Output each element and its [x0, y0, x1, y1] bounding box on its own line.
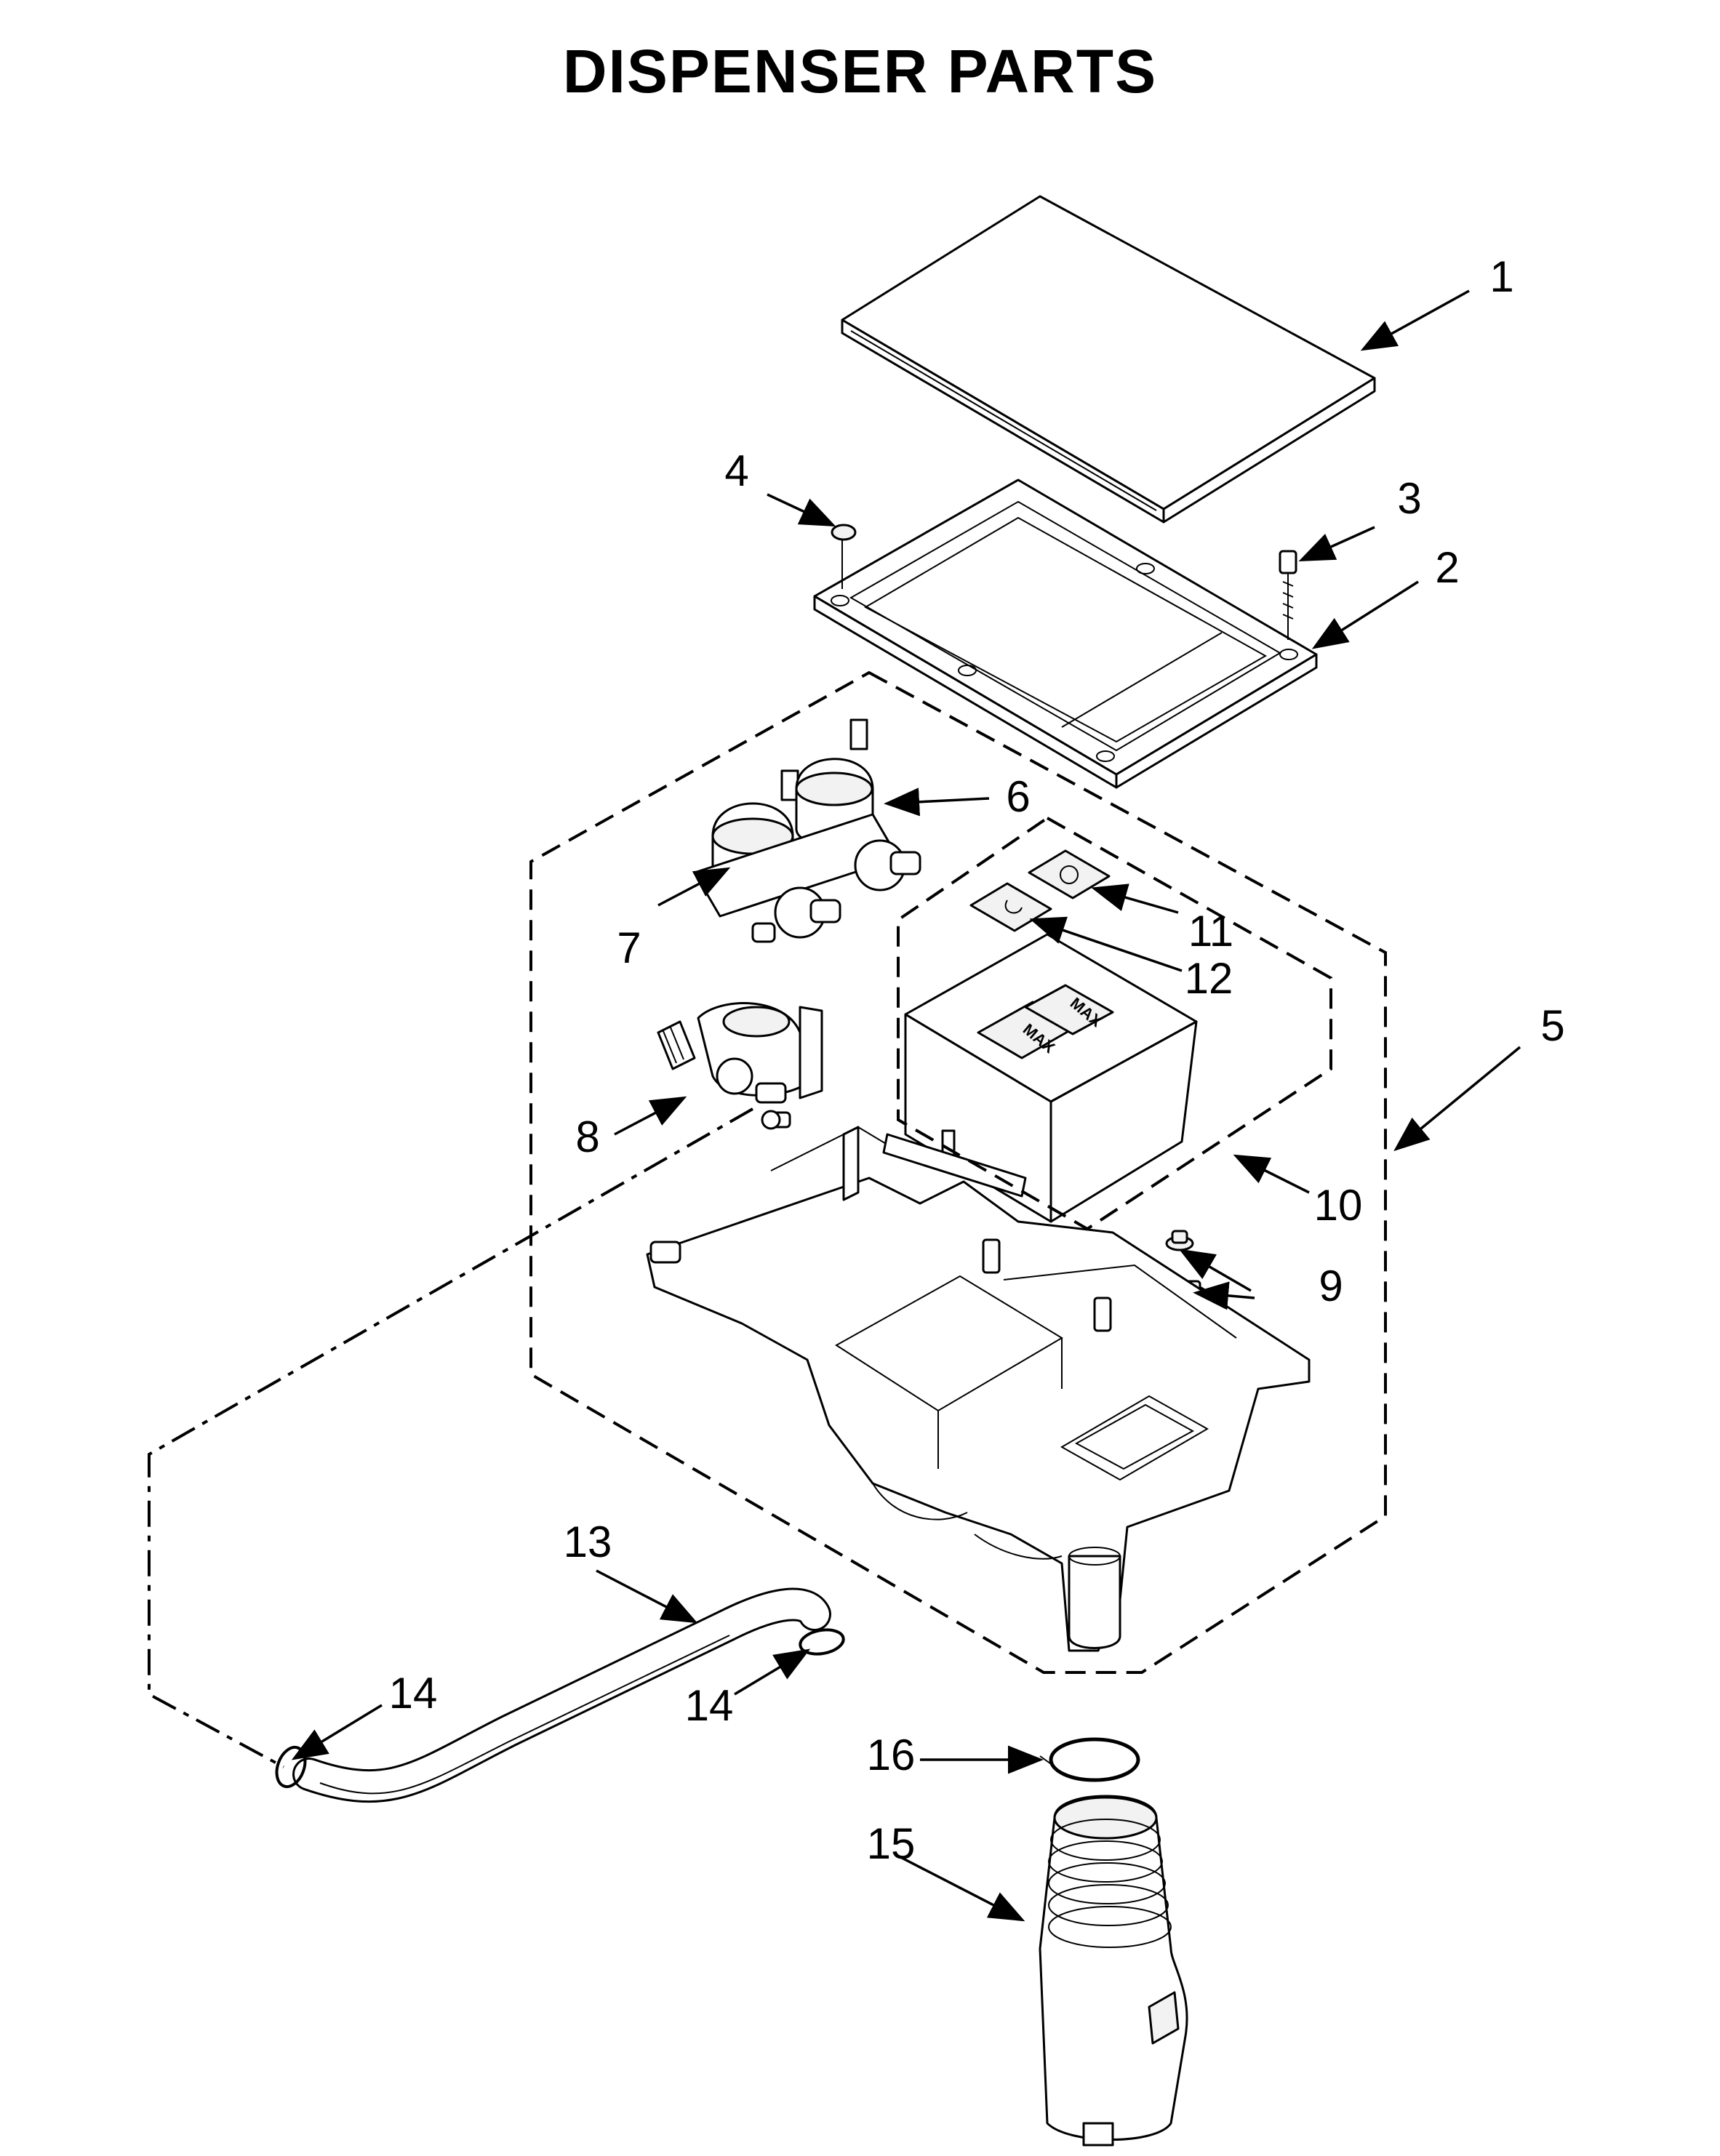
- part-1-cover: [841, 195, 1376, 524]
- callout-14-left: 14: [389, 1669, 438, 1718]
- page-title: DISPENSER PARTS: [562, 37, 1158, 105]
- callout-labels: 1 2 3 4 5 6 7 8 9 10 11 12 13 14 14 16 1…: [389, 252, 1565, 1868]
- part-12-pad: [969, 882, 1052, 932]
- kit-10-outline: [897, 816, 1332, 1231]
- part-11-pad: [1028, 849, 1111, 899]
- callout-5: 5: [1540, 1001, 1564, 1050]
- part-4-washer: [831, 524, 857, 589]
- part-3-screw: [1279, 550, 1297, 640]
- part-10-drawer: MAX MAX: [904, 933, 1198, 1223]
- part-2-frame: [813, 478, 1318, 789]
- callout-10: 10: [1314, 1181, 1363, 1230]
- part-13-hose: [292, 1587, 831, 1803]
- callout-12: 12: [1185, 954, 1233, 1003]
- callout-8: 8: [575, 1113, 599, 1161]
- kit-5-outline: [529, 670, 1387, 1674]
- callout-11: 11: [1188, 907, 1233, 955]
- part-15-bellows: [1039, 1795, 1188, 2147]
- callout-14-right: 14: [685, 1681, 734, 1730]
- part-6-7-valve-assembly: [693, 718, 921, 943]
- part-5-dispenser-housing: [646, 1110, 1311, 1652]
- callout-15: 15: [867, 1819, 916, 1868]
- leaders: [291, 289, 1521, 1922]
- callout-13: 13: [564, 1518, 612, 1566]
- hose-routing-line: [148, 1107, 753, 1768]
- callout-6: 6: [1006, 772, 1030, 821]
- part-14-clamp-right: [799, 1628, 845, 1656]
- callout-3: 3: [1397, 474, 1421, 523]
- callout-7: 7: [617, 923, 641, 972]
- part-8-inlet-valve: [657, 1002, 823, 1129]
- part-16-clamp-ring: [1039, 1737, 1140, 1782]
- callout-1: 1: [1489, 252, 1513, 301]
- callout-16: 16: [867, 1731, 916, 1779]
- callout-2: 2: [1435, 543, 1459, 592]
- callout-9: 9: [1319, 1262, 1343, 1310]
- callout-4: 4: [724, 446, 748, 495]
